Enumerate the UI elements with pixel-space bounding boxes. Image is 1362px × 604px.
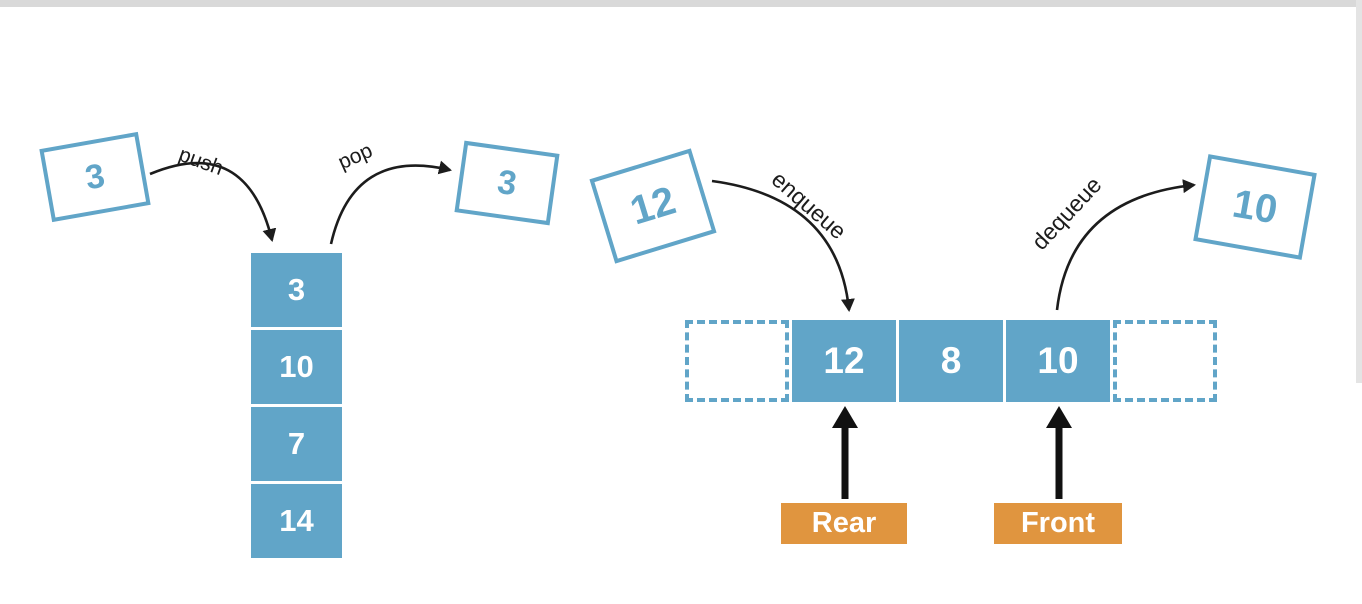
push-label: push [175,142,227,181]
queue-row: 12 8 10 [685,320,1217,402]
enqueue-arrow [711,179,855,312]
stack-cell: 10 [251,330,342,404]
stack-outgoing-box: 3 [454,140,560,226]
stack-outgoing-value: 3 [495,162,520,203]
stack-column: 3 10 7 14 [251,253,342,558]
queue-cell: 10 [1006,320,1110,402]
queue-empty-slot [1113,320,1217,402]
queue-empty-slot [685,320,789,402]
stack-cell: 14 [251,484,342,558]
stack-cell: 7 [251,407,342,481]
stack-cell: 3 [251,253,342,327]
stack-incoming-box: 3 [39,131,151,223]
queue-outgoing-box: 10 [1193,154,1317,260]
pop-label: pop [334,138,377,175]
rear-badge: Rear [781,503,907,544]
queue-outgoing-value: 10 [1229,180,1281,233]
queue-incoming-value: 12 [625,177,681,234]
queue-incoming-box: 12 [589,148,717,264]
top-edge-bar [0,0,1362,7]
stack-incoming-value: 3 [82,156,108,197]
queue-cell: 8 [899,320,1003,402]
dequeue-label: dequeue [1026,171,1107,255]
front-badge: Front [994,503,1122,544]
right-edge-bar [1356,0,1362,383]
pop-arrow [329,160,452,245]
queue-cell: 12 [792,320,896,402]
enqueue-label: enqueue [766,165,852,245]
